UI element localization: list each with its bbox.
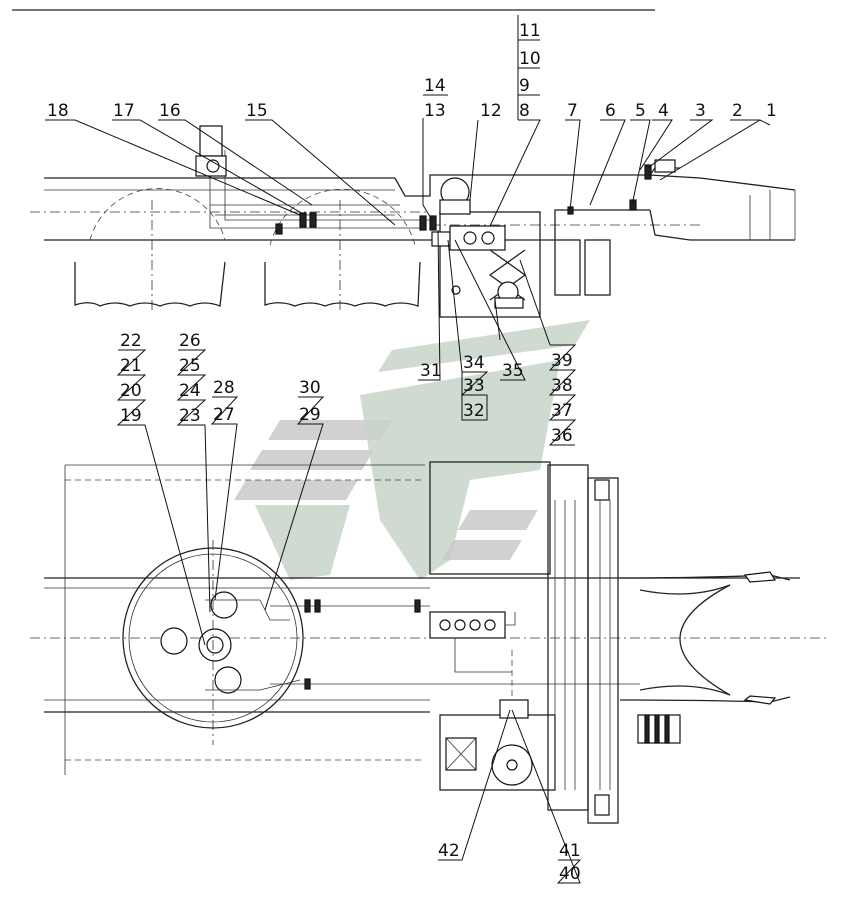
callout-label: 24 [179, 381, 201, 401]
callout-label: 17 [113, 101, 135, 121]
callout-label: 36 [551, 426, 573, 446]
callout-label: 4 [658, 101, 669, 121]
callout-label: 14 [424, 76, 446, 96]
callout-label: 39 [551, 351, 573, 371]
side-view [30, 125, 796, 318]
callout-label: 8 [519, 101, 530, 121]
callout-label: 33 [463, 376, 485, 396]
callout-label: 23 [179, 406, 201, 426]
callout-label: 34 [463, 353, 485, 373]
callout-label: 6 [605, 101, 616, 121]
callout-label: 31 [420, 361, 442, 381]
callout-label: 22 [120, 331, 142, 351]
callout-label: 7 [567, 101, 578, 121]
callout-label: 1 [766, 101, 777, 121]
callout-label: 30 [299, 378, 321, 398]
callout-label: 9 [519, 76, 530, 96]
callout-label: 2 [732, 101, 743, 121]
callout-label: 40 [559, 864, 581, 884]
callout-label: 20 [120, 381, 142, 401]
plan-view [30, 461, 830, 824]
callout-label: 21 [120, 356, 142, 376]
callout-label: 11 [519, 21, 541, 41]
callout-label: 12 [480, 101, 502, 121]
leader-lines [45, 15, 771, 884]
callout-label: 25 [179, 356, 201, 376]
callout-label: 13 [424, 101, 446, 121]
callout-labels: 18 17 16 15 14 13 12 11 10 9 8 7 6 5 4 3… [47, 21, 777, 884]
callout-label: 35 [502, 361, 524, 381]
callout-label: 28 [213, 378, 235, 398]
watermark-logo [234, 320, 590, 580]
callout-label: 16 [159, 101, 181, 121]
callout-label: 42 [438, 841, 460, 861]
callout-label: 27 [213, 405, 235, 425]
callout-label: 3 [695, 101, 706, 121]
callout-label: 32 [463, 401, 485, 421]
callout-label: 10 [519, 49, 541, 69]
callout-label: 38 [551, 376, 573, 396]
callout-label: 29 [299, 405, 321, 425]
callout-label: 5 [635, 101, 646, 121]
callout-label: 19 [120, 406, 142, 426]
callout-label: 18 [47, 101, 69, 121]
callout-label: 41 [559, 841, 581, 861]
callout-label: 37 [551, 401, 573, 421]
callout-label: 15 [246, 101, 268, 121]
callout-label: 26 [179, 331, 201, 351]
